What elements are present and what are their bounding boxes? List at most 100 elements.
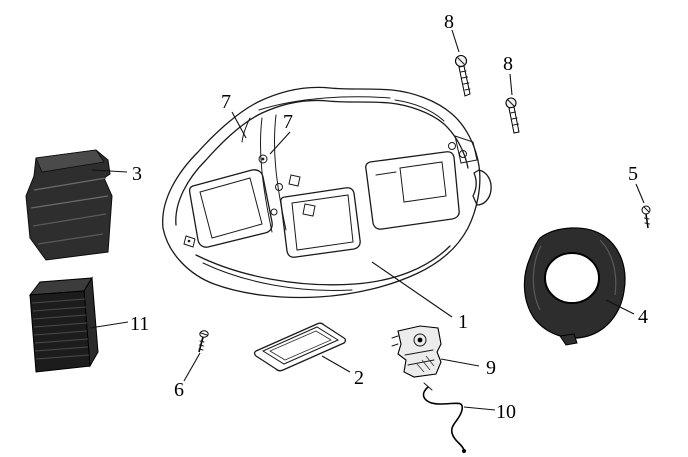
callout-2: 2 [354, 367, 364, 389]
bottom-rim-line-2 [202, 262, 353, 291]
part5-slot [643, 206, 650, 213]
part3-body [25, 149, 113, 261]
part4-hole [544, 252, 600, 304]
hinge-screw-1 [448, 142, 456, 150]
callout-1: 1 [458, 311, 468, 333]
part4-texture-right [599, 239, 617, 296]
part10-cable-end [462, 449, 466, 453]
body-screw-b [275, 183, 283, 191]
leader-8-right [509, 73, 513, 96]
right-pocket-inner-rect [399, 161, 447, 203]
part9-keyhole-dot [417, 337, 423, 343]
callout-10: 10 [496, 401, 516, 423]
body-square-a [288, 174, 301, 187]
part10-cable-path [422, 386, 465, 451]
part9-keyhole-ring [413, 333, 427, 347]
callout-5: 5 [628, 163, 638, 185]
part3-louver-3 [32, 213, 107, 227]
leader-9 [440, 358, 480, 367]
part-11-ribbed-box [28, 276, 99, 373]
bottom-rim-line-1 [195, 245, 451, 286]
central-channel-right [273, 114, 287, 231]
leader-4 [605, 299, 635, 315]
body-left-tab [183, 235, 196, 248]
part4-texture-left [532, 245, 542, 311]
part9-outline [397, 325, 442, 378]
part-9-lock-bracket [391, 325, 442, 378]
leader-3 [91, 169, 128, 173]
body-top-ridge [258, 96, 391, 111]
callout-3: 3 [132, 163, 142, 185]
part-1-main-compartment [162, 86, 492, 299]
callout-8-right: 8 [503, 53, 513, 75]
part-2-lid [253, 322, 347, 372]
part-5-tiny-screw [641, 205, 651, 229]
part5-threads [644, 217, 650, 225]
leader-8-top [451, 29, 460, 53]
callout-8-top: 8 [444, 11, 454, 33]
latch-tab [472, 169, 492, 206]
part8a-threads [460, 70, 471, 91]
callout-6: 6 [174, 379, 184, 401]
part3-louver-4 [37, 233, 104, 245]
part-6-screw [198, 330, 209, 353]
part-10-cable [422, 382, 466, 453]
body-screw-a [258, 154, 268, 164]
leader-6 [183, 352, 201, 382]
leader-11 [89, 321, 129, 329]
callout-7-left: 7 [221, 91, 231, 113]
part5-shaft [645, 213, 649, 229]
body-left-edge-line [241, 117, 251, 143]
center-pocket-inner [291, 194, 354, 251]
part3-top-face [35, 149, 105, 173]
part-3-dark-box [25, 149, 113, 261]
part11-front-face [29, 290, 91, 373]
part8b-shaft [508, 106, 520, 134]
body-square-b [302, 203, 316, 217]
body-screw-c [270, 208, 278, 216]
part9-detail-hatch [416, 355, 435, 373]
part3-louver-2 [30, 195, 109, 209]
body-inner-outline [175, 99, 469, 226]
part3-louver-1 [33, 177, 107, 191]
part-8-screw-top [454, 54, 471, 97]
central-channel-left [259, 117, 273, 233]
part-4-round-cover [523, 227, 626, 346]
left-pocket-outer [188, 169, 273, 248]
leader-7-right [269, 131, 291, 155]
part4-bottom-tab [559, 333, 578, 346]
leader-2 [321, 355, 351, 373]
part6-slot [200, 332, 208, 336]
hinge-screw-2 [459, 150, 467, 158]
leader-7-left [231, 111, 247, 139]
callout-4: 4 [638, 306, 648, 328]
body-screw-a-dot [261, 157, 265, 161]
part2-outer [253, 322, 347, 372]
part-8-screw-right [505, 97, 520, 134]
leader-1 [371, 261, 453, 318]
leader-10 [463, 406, 496, 411]
right-pocket-outer [365, 151, 460, 230]
part11-ribs [31, 298, 90, 360]
part9-left-tabs [391, 335, 399, 347]
part2-inner-1 [261, 326, 340, 365]
part6-threads [198, 340, 205, 351]
body-outer-outline [162, 86, 481, 299]
body-top-right-ridge [394, 99, 445, 122]
right-pocket-detail-line [375, 171, 397, 176]
part2-inner-2 [269, 330, 332, 361]
part8a-shaft [458, 65, 471, 97]
callout-11: 11 [130, 313, 149, 335]
part10-end-fitting [423, 382, 433, 391]
part8a-slot [457, 57, 465, 65]
callout-7-right: 7 [283, 111, 293, 133]
leader-5 [635, 183, 645, 204]
leader-lines [89, 29, 645, 411]
left-pocket-inner [199, 177, 263, 239]
part8b-threads [510, 111, 519, 126]
body-left-tab-dot [187, 239, 191, 243]
part5-head [641, 205, 651, 215]
callout-labels: 8 8 7 7 3 5 1 4 11 6 2 9 10 [130, 11, 648, 423]
